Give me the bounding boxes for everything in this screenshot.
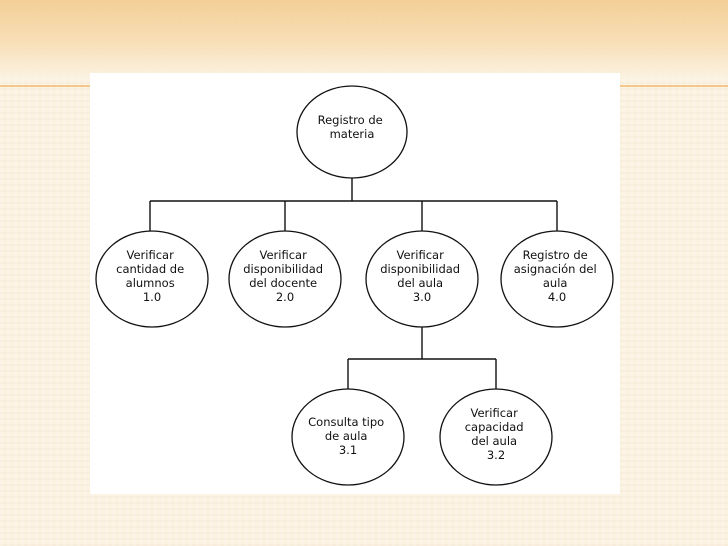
diagram-frame: Registro de materia Verificar cantidad d… [90,73,620,494]
node-3-2-label: Verificar capacidad del aula 3.2 [465,406,528,462]
node-2-0: Verificar disponibilidad del docente 2.0 [228,230,342,328]
node-3-2: Verificar capacidad del aula 3.2 [439,388,553,486]
node-root-label: Registro de materia [318,113,387,141]
node-4-0: Registro de asignación del aula 4.0 [500,230,614,328]
decorative-rule-right [620,85,728,87]
node-3-1-label: Consulta tipo de aula 3.1 [308,415,388,457]
node-root: Registro de materia [296,85,408,179]
hierarchy-diagram: Registro de materia Verificar cantidad d… [95,85,614,486]
node-2-0-label: Verificar disponibilidad del docente 2.0 [243,248,327,304]
decorative-top-band [0,0,728,78]
connectors [149,177,558,390]
node-3-0: Verificar disponibilidad del aula 3.0 [365,230,479,328]
node-1-0: Verificar cantidad de alumnos 1.0 [95,230,209,328]
decorative-rule-left [0,85,92,87]
node-1-0-label: Verificar cantidad de alumnos 1.0 [116,248,188,304]
node-4-0-label: Registro de asignación del aula 4.0 [514,248,601,304]
node-3-0-label: Verificar disponibilidad del aula 3.0 [380,248,464,304]
node-3-1: Consulta tipo de aula 3.1 [291,388,405,486]
